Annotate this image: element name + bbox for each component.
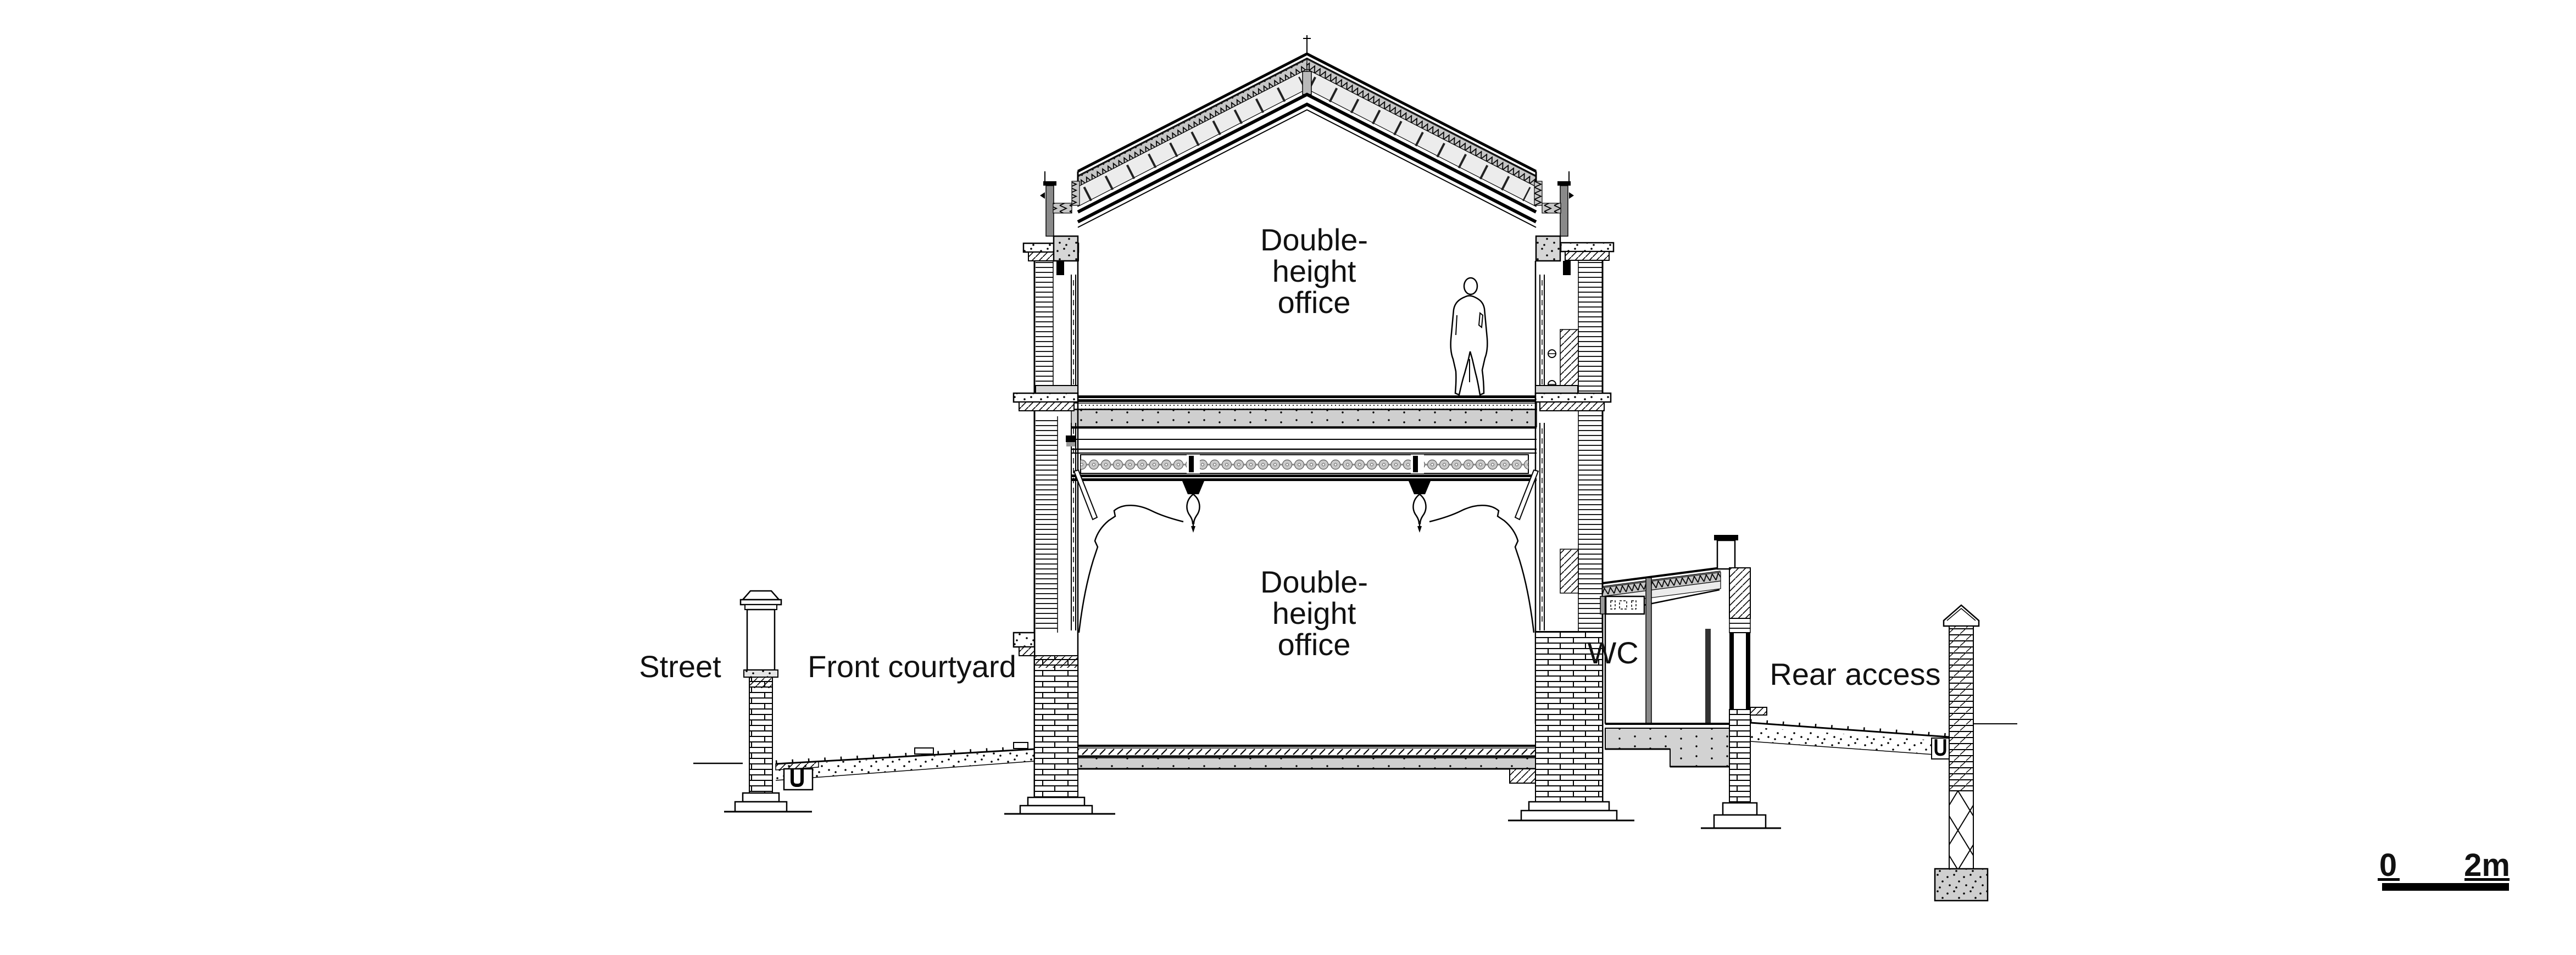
ridge-beam [1302,71,1312,95]
right-upper-window [1539,261,1579,392]
annex-floor [1605,723,1730,768]
label-front-courtyard: Front courtyard [808,649,1016,684]
roof-battens-right [1307,76,1531,202]
label-rear-access: Rear access [1770,657,1940,691]
human-figure [1450,277,1488,396]
ground-floor-slab [1071,745,1538,784]
svg-text:height: height [1272,254,1356,288]
right-wall-mid-cornice [1534,385,1612,411]
mid-floor-structure [1071,395,1537,454]
svg-text:height: height [1272,596,1356,630]
open-casement-sash-right [1514,469,1539,521]
curtain-swag-left [1078,505,1184,633]
wc-annex [1600,535,1781,829]
scale-end-value: 2m [2464,847,2510,883]
wc-parapet-flue [1714,535,1738,570]
right-wall-footing [1508,801,1634,822]
label-upper-office: Double- height office [1260,222,1368,320]
scale-bar-rule [2382,883,2509,891]
open-casement-sash-left [1073,469,1098,521]
right-wall-top-cornice [1560,242,1615,261]
front-courtyard-ground [775,742,1035,791]
lobby-door-frame [1705,629,1711,724]
label-wc: WC [1587,635,1638,670]
pendant-finial-right [1409,481,1431,533]
svg-text:office: office [1278,627,1351,662]
left-wall-footing [1004,796,1115,815]
ceiling-rosette-band [1071,454,1537,481]
curtain-swag-right [1429,505,1535,633]
rear-access-path [1750,719,1950,759]
gable-roof [1077,35,1537,228]
left-wall-lower-cornice [1012,632,1036,656]
svg-text:Double-: Double- [1260,565,1368,599]
left-wall [1004,242,1115,815]
courtyard-drain-gully [783,768,814,791]
left-eaves-assembly [1040,171,1080,262]
wc-partition [1645,577,1652,724]
svg-text:office: office [1278,285,1351,320]
scale-bar: 0 2m [2378,847,2510,891]
pendant-finial-left [1182,481,1204,533]
rear-drain-gully [1931,738,1950,759]
annex-footing [1701,802,1781,829]
right-wall [1508,242,1634,822]
roof-battens-left [1083,76,1307,202]
wc-vent-box [1600,595,1645,615]
scale-start-value: 0 [2379,847,2397,883]
label-lower-office: Double- height office [1260,565,1368,662]
left-lower-window [1066,423,1098,630]
svg-text:Double-: Double- [1260,222,1368,257]
annex-right-wall [1729,567,1767,802]
right-eaves-assembly [1534,171,1574,262]
right-lower-window [1514,423,1579,630]
label-street: Street [639,649,721,684]
left-wall-mid-cornice [1012,385,1079,411]
rear-boundary-wall [1934,604,2017,902]
street-boundary-pier [724,590,812,813]
left-upper-window [1056,261,1078,393]
